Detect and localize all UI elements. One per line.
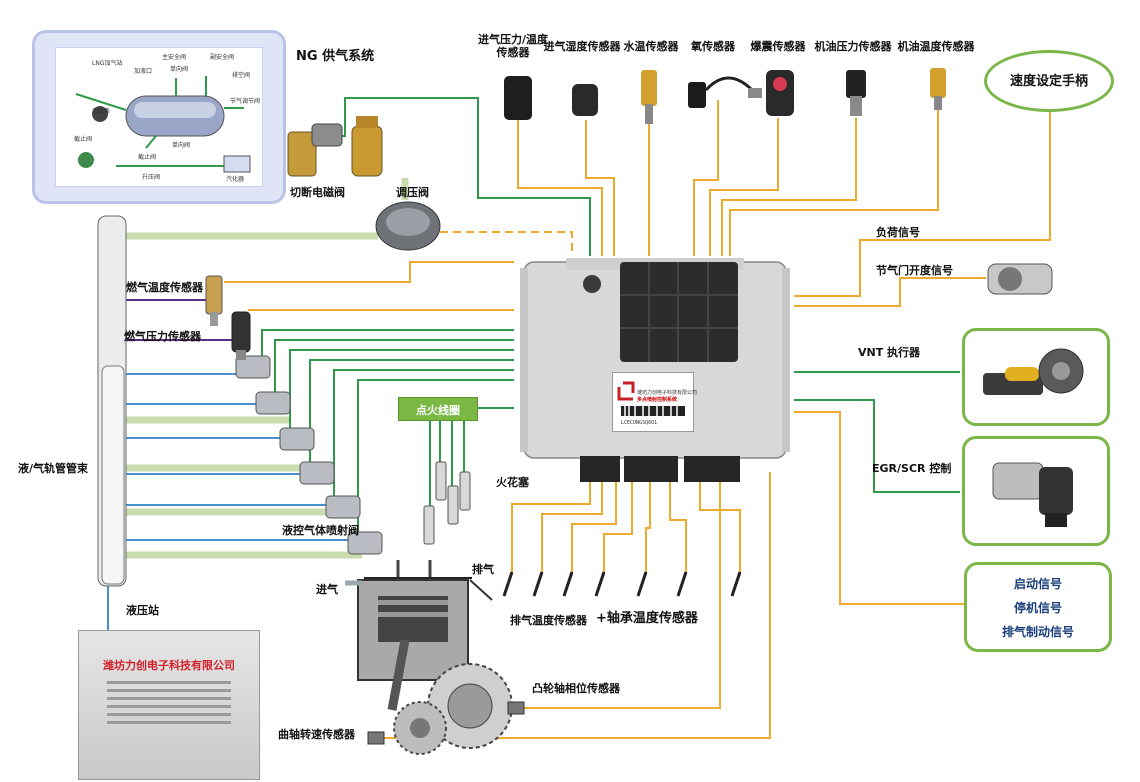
ecu-product-label: 潍坊力创电子科技有限公司 多点喷射控制系统 LCECUNGSQ601: [612, 372, 698, 432]
engine-cylinder-shape: [345, 560, 493, 711]
shutoff-valve-label: 切断电磁阀: [290, 186, 345, 199]
injector-group: [235, 355, 383, 555]
spark-plug-shapes: [423, 461, 471, 545]
start-signal: 启动信号: [1013, 577, 1062, 591]
throttle-signal-label: 节气门开度信号: [876, 264, 953, 277]
inset-label-aux-safety: 副安全阀: [210, 54, 235, 61]
exhaust-label: 排气: [472, 563, 494, 576]
vent-slot: [107, 697, 231, 700]
fuel-pressure-sensor-shape: [231, 311, 251, 360]
water-temp-sensor-label: 水温传感器: [623, 40, 679, 53]
gear-shapes: [393, 663, 513, 755]
vent-slot: [107, 689, 231, 692]
gas-pipes: [126, 178, 409, 559]
ecu-system-name: 多点喷射控制系统: [637, 397, 678, 403]
inset-label-fill-port: 加液口: [134, 68, 153, 75]
hydraulic-station-label: 液压站: [126, 604, 159, 617]
inset-label-vaporizer: 汽化器: [226, 176, 245, 183]
cam-sensor-shape: [507, 701, 525, 715]
ng-system-inset: LNG加气站 加液口 主安全阀 副安全阀 单向阀 排空阀 液位表 节气调节阀 截…: [32, 30, 286, 204]
inset-label-main-safety: 主安全阀: [162, 54, 187, 61]
inset-label-vent-valve: 排空阀: [232, 72, 251, 79]
fuel-pressure-sensor-label: 燃气压力传感器: [124, 330, 201, 343]
inset-label-throttle-valve: 节气调节阀: [230, 98, 261, 105]
ignition-coil-label: 点火线圈: [416, 404, 460, 417]
regulator-label: 调压阀: [396, 186, 429, 199]
stop-signal: 停机信号: [1013, 601, 1062, 615]
injector-label: 液控气体喷射阀: [282, 524, 359, 537]
inset-label-check-valve: 单向阀: [170, 66, 189, 73]
fuel-temp-sensor-shape: [205, 275, 223, 326]
signals-box: 启动信号 停机信号 排气制动信号: [964, 562, 1112, 652]
pressure-regulator-shape: [375, 201, 441, 251]
crank-sensor-shape: [367, 731, 385, 745]
oil-pressure-sensor-label: 机油压力传感器: [814, 40, 892, 53]
shutoff-valve-shape: [287, 123, 343, 177]
hydraulic-lines: [107, 373, 360, 630]
vent-slot: [107, 681, 231, 684]
liquid-rail: [101, 365, 125, 585]
knock-sensor-label: 爆震传感器: [750, 40, 806, 53]
ecu-model: LCECUNGSQ601: [621, 420, 658, 426]
regulator-dashed-line: [440, 231, 573, 256]
ecu-company: 潍坊力创电子科技有限公司: [637, 390, 698, 396]
ng-system-title: NG 供气系统: [296, 49, 375, 64]
inset-label-check-valve-2: 单向阀: [172, 142, 191, 149]
hydraulic-station-unit: 潍坊力创电子科技有限公司: [78, 630, 260, 780]
intake-pressure-temp-sensor-label: 进气压力/温度传感器: [477, 33, 549, 59]
load-signal-label: 负荷信号: [876, 226, 920, 239]
fuel-temp-sensor-label: 燃气温度传感器: [126, 281, 203, 294]
top-sensor-shapes: [504, 68, 946, 124]
sensor-lines-purple: [126, 299, 236, 341]
vent-slot: [107, 705, 231, 708]
inset-label-stop-valve-1: 截止阀: [74, 136, 93, 143]
ecu-unit: [520, 258, 790, 482]
ng-schematic: LNG加气站 加液口 主安全阀 副安全阀 单向阀 排空阀 液位表 节气调节阀 截…: [55, 47, 263, 187]
station-company-name: 潍坊力创电子科技有限公司: [103, 659, 235, 672]
speed-handle-label: 速度设定手柄: [1009, 74, 1088, 89]
egr-scr-label: EGR/SCR 控制: [872, 462, 952, 475]
exhaust-temp-sensor-label: 排气温度传感器: [510, 614, 587, 627]
egr-scr-box: [962, 436, 1110, 546]
vnt-label: VNT 执行器: [858, 346, 921, 359]
vent-slot: [107, 713, 231, 716]
bearing-temp-sensor-label: +轴承温度传感器: [596, 611, 698, 626]
speed-handle-oval: 速度设定手柄: [984, 50, 1114, 112]
temperature-probe-shapes: [502, 571, 742, 597]
oxygen-sensor-label: 氧传感器: [691, 40, 735, 53]
cam-sensor-label: 凸轮轴相位传感器: [532, 682, 620, 695]
throttle-body-shape: [987, 263, 1053, 295]
inset-label-level-gauge: 液位表: [92, 108, 111, 115]
exhaust-brake-signal: 排气制动信号: [1001, 625, 1074, 639]
inset-label-boost-valve: 升压阀: [142, 174, 161, 181]
inset-label-stop-valve-2: 截止阀: [138, 154, 157, 161]
intake-label: 进气: [316, 583, 338, 596]
regulator-top-shape: [351, 116, 383, 177]
inset-label-lng-station: LNG加气站: [92, 60, 123, 67]
lng-tank-diagram: [75, 76, 251, 173]
signal-lines-orange: [224, 100, 1051, 739]
ecu-logo: [617, 381, 685, 416]
ignition-coil-box: 点火线圈: [398, 397, 478, 421]
intake-humidity-sensor-label: 进气湿度传感器: [543, 40, 621, 53]
vent-slot: [107, 721, 231, 724]
vnt-actuator-box: [962, 328, 1110, 426]
oil-temp-sensor-label: 机油温度传感器: [897, 40, 975, 53]
vnt-actuator-image: [983, 348, 1084, 395]
rail-label: 液/气轨管管束: [18, 462, 89, 475]
crank-sensor-label: 曲轴转速传感器: [278, 728, 355, 741]
egr-actuator-image: [992, 462, 1073, 527]
spark-plug-label: 火花塞: [496, 476, 529, 489]
